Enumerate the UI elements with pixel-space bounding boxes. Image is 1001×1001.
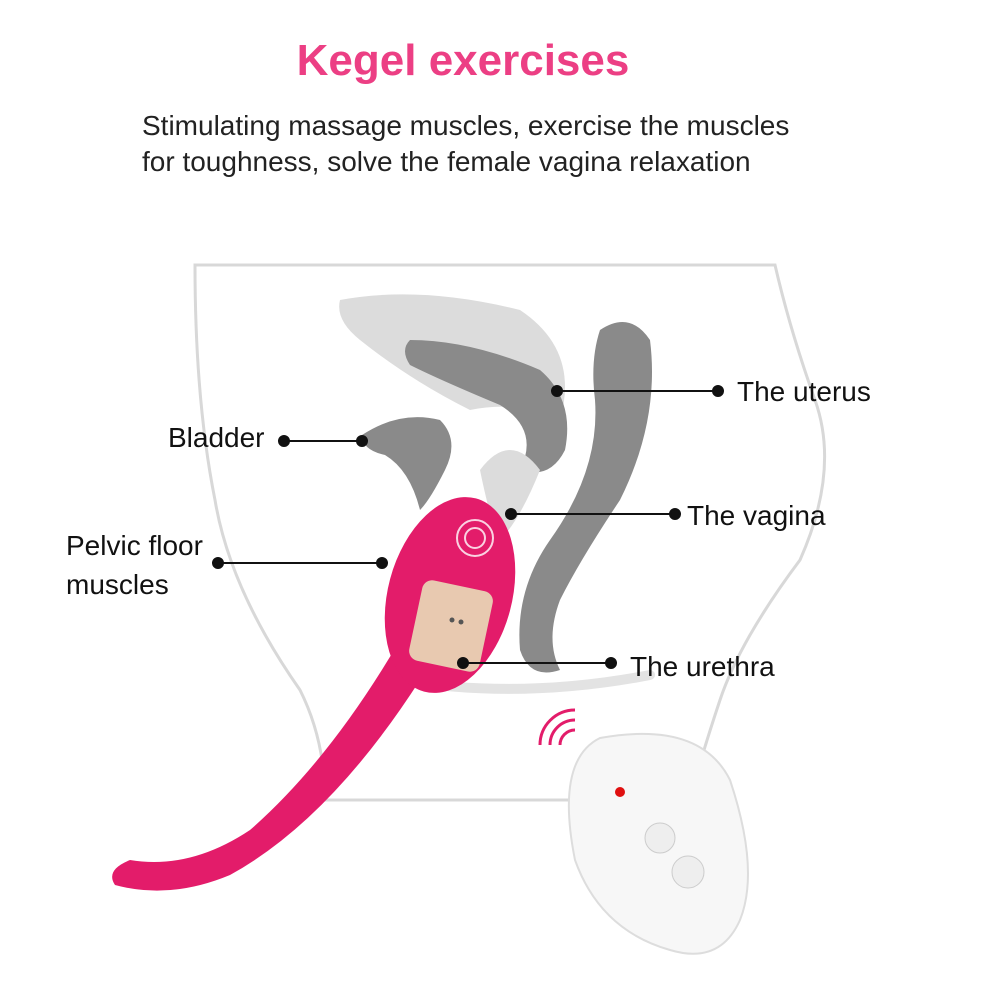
- page-title: Kegel exercises: [296, 36, 630, 85]
- leader-lines: [212, 385, 724, 669]
- rectum-shape: [519, 322, 652, 673]
- label-pelvic-floor-2: muscles: [66, 569, 169, 600]
- kegel-egg-tail: [112, 640, 420, 891]
- mode-button: [644, 822, 676, 854]
- label-uterus: The uterus: [737, 376, 871, 407]
- bladder-wall: [362, 417, 452, 510]
- wireless-signal-icon: [538, 708, 576, 746]
- uterus-shape: [405, 340, 568, 473]
- label-vagina: The vagina: [687, 500, 826, 531]
- vibration-icon: [456, 519, 494, 557]
- label-urethra: The urethra: [630, 651, 775, 682]
- charging-plate: [409, 580, 493, 672]
- label-bladder: Bladder: [168, 422, 265, 453]
- led-indicator: [615, 787, 625, 797]
- power-button: [671, 855, 705, 889]
- subtitle-line-1: Stimulating massage muscles, exercise th…: [142, 110, 790, 141]
- subtitle-line-2: for toughness, solve the female vagina r…: [142, 146, 751, 177]
- label-pelvic-floor-1: Pelvic floor: [66, 530, 203, 561]
